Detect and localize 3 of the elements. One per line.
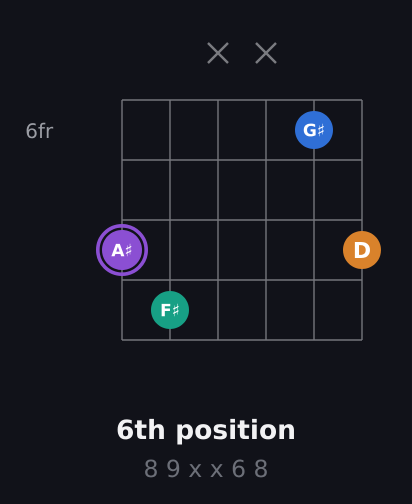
title: 6th position — [118, 418, 294, 445]
fingering-caption: 8 9 x x 6 8 — [145, 460, 267, 478]
fret-number: 6fr — [26, 122, 54, 138]
